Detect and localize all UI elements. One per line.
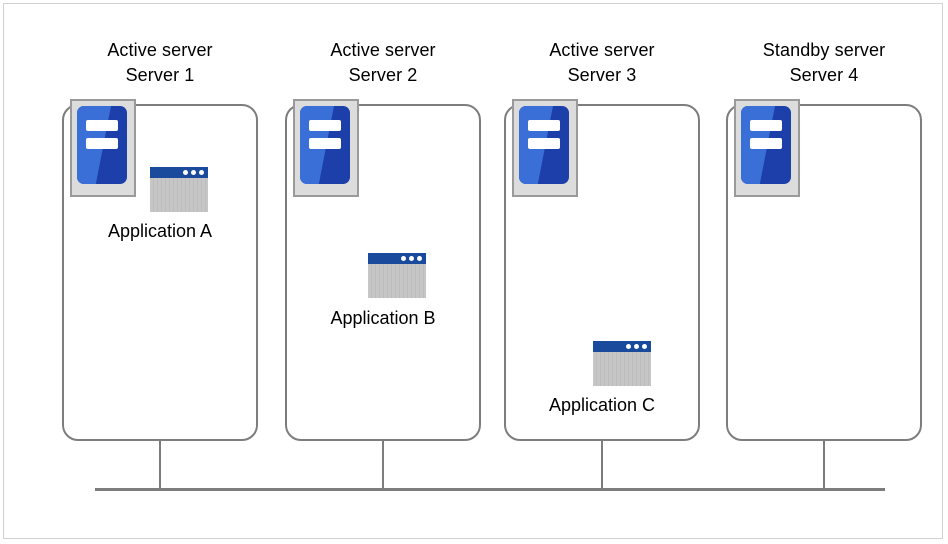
server-icon-3[interactable] xyxy=(512,99,578,197)
server-role-2: Active server xyxy=(330,40,436,60)
server-group-2: Active server Server 2 Application B xyxy=(285,0,481,544)
application-window-icon-1[interactable] xyxy=(150,167,208,212)
app-window-body-3 xyxy=(593,352,651,386)
app-titlebar-2 xyxy=(368,253,426,264)
server-slot-bar-bottom-3 xyxy=(528,138,560,149)
server-name-4: Server 4 xyxy=(789,65,859,85)
server-box-3[interactable] xyxy=(504,104,700,441)
server-chassis-2 xyxy=(300,106,350,184)
server-icon-1[interactable] xyxy=(70,99,136,197)
application-label-3: Application C xyxy=(548,395,656,415)
app-window-body-2 xyxy=(368,264,426,298)
app-window-dot-2c xyxy=(417,256,422,261)
network-bus-line xyxy=(95,488,885,491)
server-slot-bar-top-2 xyxy=(309,120,341,131)
application-label-1: Application A xyxy=(107,221,213,241)
server-slot-bar-top-4 xyxy=(750,120,782,131)
app-window-dot-1b xyxy=(191,170,196,175)
app-window-dot-1a xyxy=(183,170,188,175)
application-window-icon-3[interactable] xyxy=(593,341,651,386)
app-window-body-1 xyxy=(150,178,208,212)
server-role-4: Standby server xyxy=(762,40,886,60)
server-slot-bar-top-3 xyxy=(528,120,560,131)
network-connector-1 xyxy=(159,441,161,490)
server-name-3: Server 3 xyxy=(567,65,637,85)
server-title-2: Active server Server 2 xyxy=(285,38,481,88)
server-group-3: Active server Server 3 Application C xyxy=(504,0,700,544)
server-name-1: Server 1 xyxy=(125,65,195,85)
server-name-2: Server 2 xyxy=(348,65,418,85)
server-group-1: Active server Server 1 Application A xyxy=(62,0,258,544)
server-icon-2[interactable] xyxy=(293,99,359,197)
server-title-4: Standby server Server 4 xyxy=(726,38,922,88)
network-connector-4 xyxy=(823,441,825,490)
network-connector-2 xyxy=(382,441,384,490)
app-window-dot-3c xyxy=(642,344,647,349)
server-title-3: Active server Server 3 xyxy=(504,38,700,88)
server-role-3: Active server xyxy=(549,40,655,60)
app-window-dot-3b xyxy=(634,344,639,349)
app-titlebar-1 xyxy=(150,167,208,178)
server-role-1: Active server xyxy=(107,40,213,60)
app-window-dot-3a xyxy=(626,344,631,349)
server-slot-bar-bottom-1 xyxy=(86,138,118,149)
server-box-1[interactable] xyxy=(62,104,258,441)
server-box-4[interactable] xyxy=(726,104,922,441)
app-window-dot-1c xyxy=(199,170,204,175)
app-window-dot-2a xyxy=(401,256,406,261)
network-connector-3 xyxy=(601,441,603,490)
server-icon-4[interactable] xyxy=(734,99,800,197)
server-slot-bar-bottom-4 xyxy=(750,138,782,149)
application-window-icon-2[interactable] xyxy=(368,253,426,298)
app-titlebar-3 xyxy=(593,341,651,352)
server-slot-bar-bottom-2 xyxy=(309,138,341,149)
server-chassis-3 xyxy=(519,106,569,184)
server-group-4: Standby server Server 4 xyxy=(726,0,922,544)
application-label-2: Application B xyxy=(330,308,436,328)
server-slot-bar-top-1 xyxy=(86,120,118,131)
server-box-2[interactable] xyxy=(285,104,481,441)
server-title-1: Active server Server 1 xyxy=(62,38,258,88)
server-chassis-4 xyxy=(741,106,791,184)
app-window-dot-2b xyxy=(409,256,414,261)
server-chassis-1 xyxy=(77,106,127,184)
